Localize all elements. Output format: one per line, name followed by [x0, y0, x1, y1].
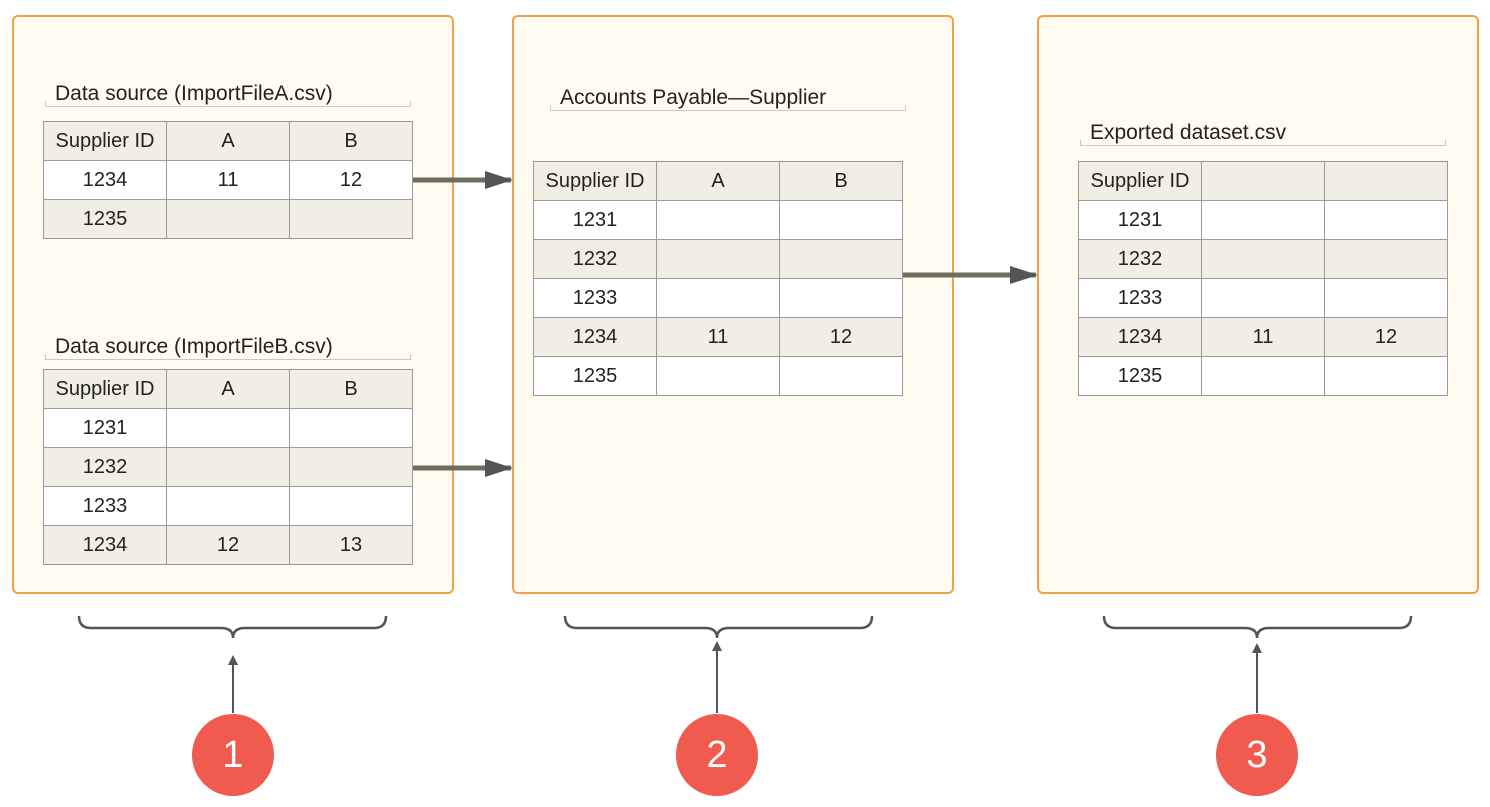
table-row: 1233: [43, 486, 413, 526]
cell: 12: [1324, 317, 1448, 357]
cell: [1201, 239, 1325, 279]
table-row: 1233: [533, 278, 903, 318]
cell: 11: [166, 160, 290, 200]
cell: 1232: [43, 447, 167, 487]
header-cell: Supplier ID: [43, 121, 167, 161]
cell: 11: [1201, 317, 1325, 357]
step-marker-3: 3: [1216, 714, 1298, 796]
cell: 12: [289, 160, 413, 200]
table-row: 1234 12 13: [43, 525, 413, 565]
table-exported-dataset: Supplier ID 1231 1232 1233 1234 11 12 12…: [1078, 161, 1448, 396]
table-row: 1233: [1078, 278, 1448, 318]
exported-dataset-title: Exported dataset.csv: [1080, 121, 1446, 146]
header-cell: B: [289, 121, 413, 161]
table-header-row: Supplier ID A B: [43, 369, 413, 409]
cell: [166, 447, 290, 487]
header-cell: A: [656, 161, 780, 201]
brace-panel-2: [563, 615, 874, 639]
cell: 1232: [533, 239, 657, 279]
brace-panel-1: [77, 615, 388, 639]
accounts-payable-title: Accounts Payable—Supplier: [550, 86, 906, 111]
cell: 1235: [1078, 356, 1202, 396]
table-row: 1235: [43, 199, 413, 239]
cell: [656, 356, 780, 396]
cell: [1324, 278, 1448, 318]
cell: 1231: [533, 200, 657, 240]
header-cell: A: [166, 121, 290, 161]
header-cell: B: [289, 369, 413, 409]
cell: 1233: [533, 278, 657, 318]
table-row: 1231: [1078, 200, 1448, 240]
header-cell: B: [779, 161, 903, 201]
table-row: 1234 11 12: [533, 317, 903, 357]
table-row: 1234 11 12: [43, 160, 413, 200]
cell: [779, 200, 903, 240]
table-row: 1235: [533, 356, 903, 396]
cell: [779, 239, 903, 279]
cell: 1234: [43, 160, 167, 200]
cell: 1234: [1078, 317, 1202, 357]
cell: 11: [656, 317, 780, 357]
cell: [1324, 200, 1448, 240]
table-a-title: Data source (ImportFileA.csv): [45, 82, 411, 107]
table-header-row: Supplier ID A B: [43, 121, 413, 161]
header-cell: Supplier ID: [1078, 161, 1202, 201]
step-marker-1: 1: [192, 714, 274, 796]
cell: [656, 239, 780, 279]
cell: [1201, 278, 1325, 318]
cell: 1232: [1078, 239, 1202, 279]
cell: [166, 408, 290, 448]
table-row: 1231: [43, 408, 413, 448]
cell: 1233: [1078, 278, 1202, 318]
header-cell: [1201, 161, 1325, 201]
cell: 12: [779, 317, 903, 357]
header-cell: Supplier ID: [43, 369, 167, 409]
table-row: 1232: [533, 239, 903, 279]
cell: 12: [166, 525, 290, 565]
table-import-file-a: Supplier ID A B 1234 11 12 1235: [43, 121, 413, 239]
cell: 1235: [533, 356, 657, 396]
cell: [1324, 239, 1448, 279]
cell: [166, 486, 290, 526]
cell: 1231: [43, 408, 167, 448]
table-row: 1231: [533, 200, 903, 240]
table-row: 1234 11 12: [1078, 317, 1448, 357]
cell: [289, 447, 413, 487]
cell: [289, 199, 413, 239]
cell: [656, 200, 780, 240]
cell: 13: [289, 525, 413, 565]
table-row: 1232: [43, 447, 413, 487]
cell: [1201, 200, 1325, 240]
table-header-row: Supplier ID A B: [533, 161, 903, 201]
table-import-file-b: Supplier ID A B 1231 1232 1233 1234 12 1…: [43, 369, 413, 565]
table-b-title: Data source (ImportFileB.csv): [45, 335, 411, 360]
cell: 1235: [43, 199, 167, 239]
step-marker-2: 2: [676, 714, 758, 796]
cell: [1201, 356, 1325, 396]
table-row: 1235: [1078, 356, 1448, 396]
cell: [289, 408, 413, 448]
cell: [1324, 356, 1448, 396]
cell: 1231: [1078, 200, 1202, 240]
brace-panel-3: [1102, 615, 1413, 639]
cell: [779, 356, 903, 396]
table-accounts-payable: Supplier ID A B 1231 1232 1233 1234 11 1…: [533, 161, 903, 396]
header-cell: Supplier ID: [533, 161, 657, 201]
table-row: 1232: [1078, 239, 1448, 279]
cell: [166, 199, 290, 239]
